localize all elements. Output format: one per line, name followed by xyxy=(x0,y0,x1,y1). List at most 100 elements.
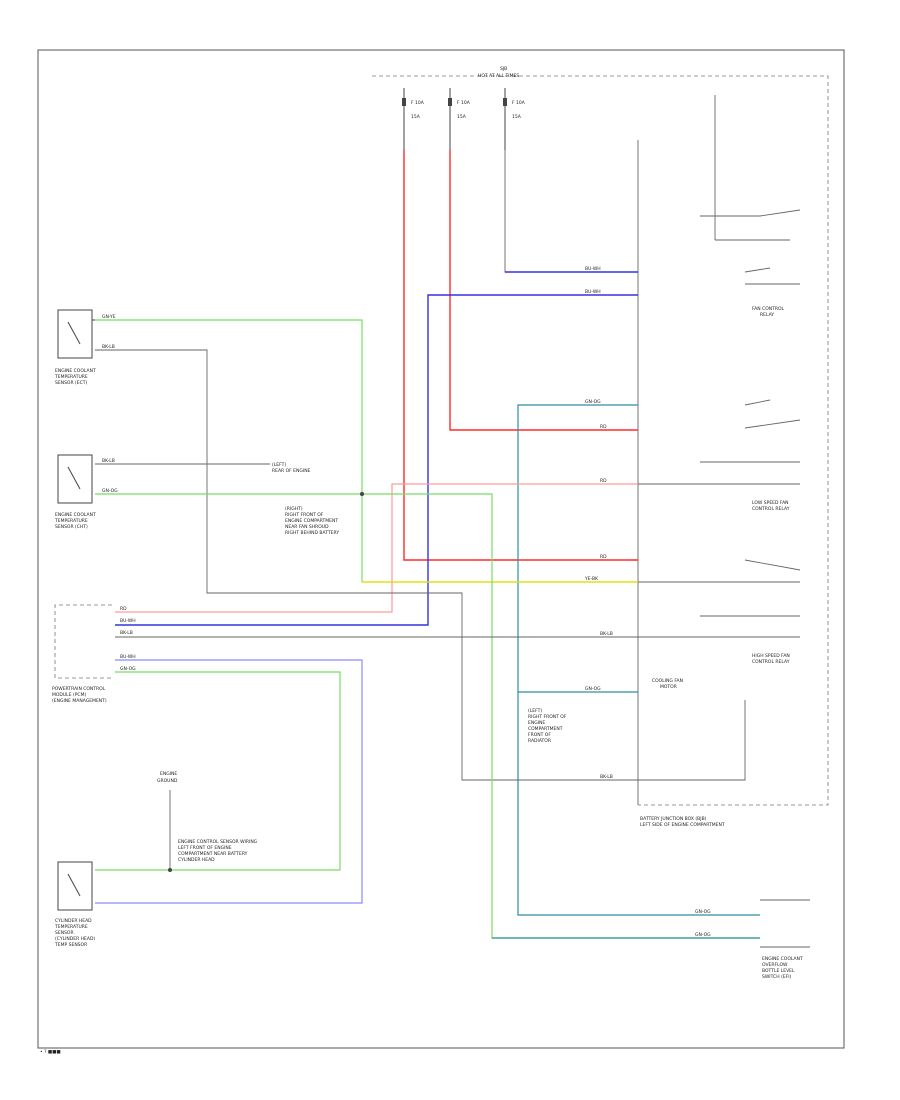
wire-label-gy2: GN-OG xyxy=(585,686,601,692)
cht-label-1: ENGINE COOLANT xyxy=(55,512,96,518)
wire-blue-pcm xyxy=(115,294,638,626)
note3-2: RIGHT FRONT OF xyxy=(528,714,567,720)
wire-gray-fuse3 xyxy=(504,150,638,273)
cooling-fan-motor: COOLING FAN MOTOR xyxy=(652,678,683,690)
overflow-label-2: OVERFLOW xyxy=(762,962,788,968)
note4-1: ENGINE CONTROL SENSOR WIRING xyxy=(178,839,258,845)
engine-ground-label-1: ENGINE xyxy=(160,771,177,777)
fuse-3: F 10A 15A xyxy=(503,88,526,120)
low-speed-relay: LOW SPEED FAN CONTROL RELAY xyxy=(638,399,801,512)
cht-sensor: BK-LB GN-OG ENGINE COOLANT TEMPERATURE S… xyxy=(54,454,118,530)
wire-label-bu2: BU-WH xyxy=(585,289,601,295)
wire-lightblue-chts xyxy=(95,659,363,904)
junction-box-subtitle: HOT AT ALL TIMES xyxy=(478,73,519,79)
ect-sensor: GN-YE BK-LB ENGINE COOLANT TEMPERATURE S… xyxy=(54,309,116,386)
note3-4: COMPARTMENT xyxy=(528,726,563,732)
fan-control-relay: FAN CONTROL RELAY xyxy=(744,267,800,318)
note4-4: CYLINDER HEAD xyxy=(178,857,215,863)
fuse-2-sub: 15A xyxy=(457,114,467,120)
note4-3: COMPARTMENT NEAR BATTERY xyxy=(178,851,248,857)
ect-gnd-label: BK-LB xyxy=(102,344,115,350)
pcm-pin-3: BK-LB xyxy=(120,630,133,636)
fuse-1: F 10A 15A xyxy=(402,88,425,120)
pcm-pin-5: GN-OG xyxy=(120,666,136,672)
pcm-pin-2: BU-WH xyxy=(120,618,136,624)
wire-green-chts xyxy=(95,671,341,871)
note3-6: RADIATOR xyxy=(528,738,551,744)
pcm-label-3: (ENGINE MANAGEMENT) xyxy=(52,698,107,704)
chts-label-4: (CYLINDER HEAD) xyxy=(55,936,95,942)
wire-green-ect xyxy=(95,319,638,583)
fan-relay-label-1: FAN CONTROL xyxy=(752,306,785,312)
overflow-switch: ENGINE COOLANT OVERFLOW BOTTLE LEVEL SWI… xyxy=(760,899,810,980)
junction-box-footer-2: LEFT SIDE OF ENGINE COMPARTMENT xyxy=(640,822,725,828)
chts-label-1: CYLINDER HEAD xyxy=(55,918,92,924)
note2-3: ENGINE COMPARTMENT xyxy=(285,518,338,524)
high-relay-label-2: CONTROL RELAY xyxy=(752,659,790,665)
note-1: (LEFT) REAR OF ENGINE xyxy=(272,462,311,474)
low-relay-label-2: CONTROL RELAY xyxy=(752,506,790,512)
wire-label-gn: GN-OG xyxy=(585,399,601,405)
fuse-1-sub: 15A xyxy=(411,114,421,120)
junction-box-outline xyxy=(372,75,829,806)
engine-ground-label-2: GROUND xyxy=(157,778,178,784)
overflow-label-3: BOTTLE LEVEL xyxy=(762,968,795,974)
engine-ground: ENGINE GROUND ENGINE CONTROL SENSOR WIRI… xyxy=(157,771,258,872)
fan-relay-label-2: RELAY xyxy=(760,312,774,318)
wire-gray-ground xyxy=(95,349,746,781)
fuse-2-label: F 10A xyxy=(457,100,471,106)
wire-red-fuse1 xyxy=(403,150,638,561)
pcm-pin-4: BU-WH xyxy=(120,654,136,660)
low-relay-label-1: LOW SPEED FAN xyxy=(752,500,789,506)
junction-box-title: SJB xyxy=(500,66,507,72)
note4-2: LEFT FRONT OF ENGINE xyxy=(178,845,232,851)
fuse-3-sub: 15A xyxy=(512,114,522,120)
pcm-label-1: POWERTRAIN CONTROL xyxy=(52,686,106,692)
cht-label-2: TEMPERATURE xyxy=(54,518,88,524)
overflow-label-4: SWITCH (EFI) xyxy=(762,974,792,980)
wire-label-rd3: RD xyxy=(600,554,607,560)
note1-2: REAR OF ENGINE xyxy=(272,468,311,474)
fan-motor-label-2: MOTOR xyxy=(660,684,677,690)
ect-label-2: TEMPERATURE xyxy=(54,374,88,380)
cylinder-head-sensor: CYLINDER HEAD TEMPERATURE SENSOR (CYLIND… xyxy=(54,861,95,948)
wire-label-gy: BK-LB xyxy=(600,631,613,637)
ect-sig-label: GN-YE xyxy=(102,314,116,320)
cht-sig-label: BK-LB xyxy=(102,458,115,464)
note3-1: (LEFT) xyxy=(528,708,542,714)
pcm-label-2: MODULE (PCM) xyxy=(52,692,86,698)
relay-1 xyxy=(700,95,801,241)
cht-gnd-label: GN-OG xyxy=(102,488,118,494)
fuse-1-label: F 10A xyxy=(411,100,425,106)
note1-1: (LEFT) xyxy=(272,462,286,468)
wire-red-fuse2 xyxy=(449,150,638,431)
wire-label-ye: YE-BK xyxy=(584,576,599,582)
wire-label-rd: RD xyxy=(600,424,607,430)
pcm-module: RD BU-WH BK-LB BU-WH GN-OG POWERTRAIN CO… xyxy=(52,604,136,704)
footer-code: • ? ■■■ xyxy=(40,1049,61,1055)
cht-label-3: SENSOR (CHT) xyxy=(55,524,88,530)
pcm-pin-1: RD xyxy=(120,606,127,612)
note-2: (RIGHT) RIGHT FRONT OF ENGINE COMPARTMEN… xyxy=(285,492,364,536)
note2-2: RIGHT FRONT OF xyxy=(285,512,324,518)
junction-box-footer: BATTERY JUNCTION BOX (BJB) xyxy=(640,816,707,822)
wire-label-bu: BU-WH xyxy=(585,266,601,272)
overflow-label-1: ENGINE COOLANT xyxy=(762,956,803,962)
note2-1: (RIGHT) xyxy=(285,506,303,512)
wire-label-gnd: GN-OG xyxy=(695,909,711,915)
note3-3: ENGINE xyxy=(528,720,545,726)
note3-5: FRONT OF xyxy=(528,732,551,738)
high-relay-label-1: HIGH SPEED FAN xyxy=(752,653,790,659)
fuse-3-label: F 10A xyxy=(512,100,526,106)
fan-motor-label-1: COOLING FAN xyxy=(652,678,683,684)
wire-teal-overflow xyxy=(517,404,760,916)
fuse-2: F 10A 15A xyxy=(448,88,471,120)
chts-label-3: SENSOR xyxy=(55,930,74,936)
note2-5: RIGHT BEHIND BATTERY xyxy=(285,530,339,536)
wire-label-rd2: RD xyxy=(600,478,607,484)
ect-label-3: SENSOR (ECT) xyxy=(55,380,88,386)
chts-label-5: TEMP SENSOR xyxy=(54,942,87,948)
wire-label-gnd2: GN-OG xyxy=(695,932,711,938)
note-3: (LEFT) RIGHT FRONT OF ENGINE COMPARTMENT… xyxy=(528,708,567,744)
